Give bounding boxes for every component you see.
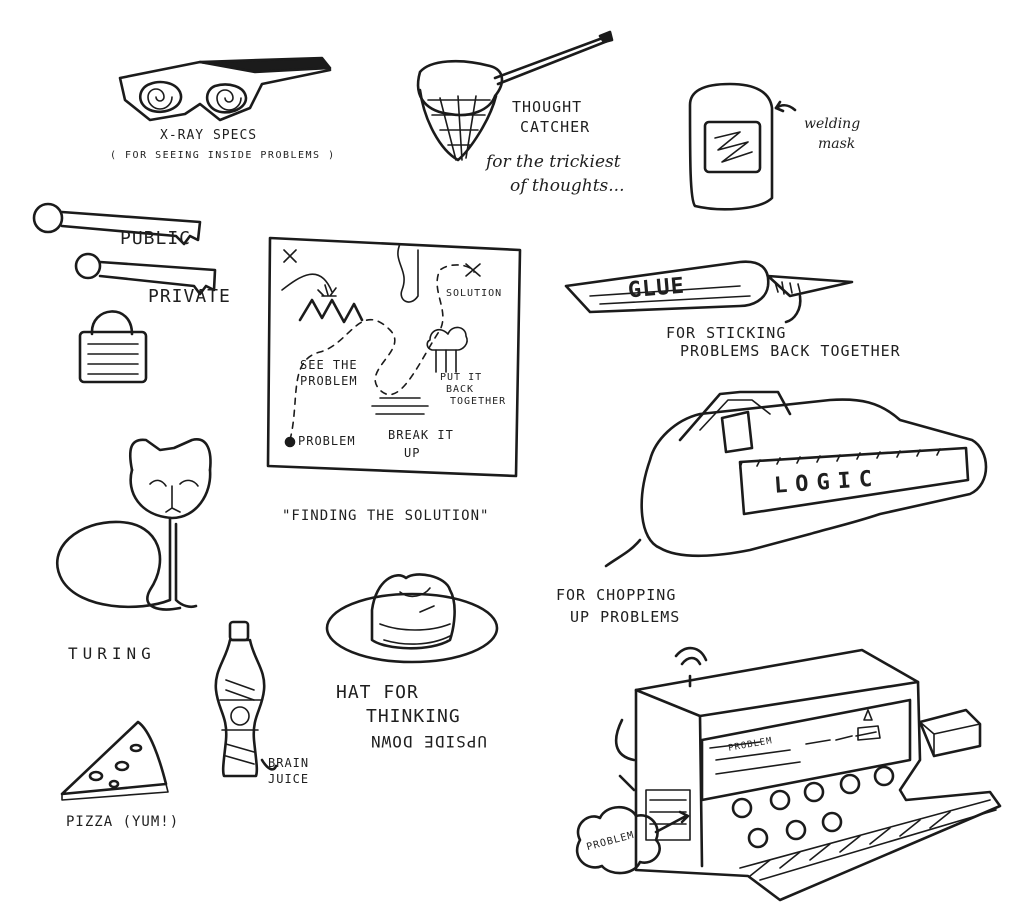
map-see-label-1: SEE THE xyxy=(300,358,358,372)
map-see-label-2: PROBLEM xyxy=(300,374,358,388)
thought-catcher-title-2: CATCHER xyxy=(520,118,591,136)
map-solution-label: SOLUTION xyxy=(446,288,503,299)
brain-juice-label-2: JUICE xyxy=(268,772,310,786)
private-key-label: PRIVATE xyxy=(148,286,231,307)
treasure-map xyxy=(266,236,522,478)
xray-specs-title: X-RAY SPECS xyxy=(160,128,258,143)
thought-catcher-note-2: of thoughts... xyxy=(510,176,625,196)
xray-specs-icon xyxy=(118,56,332,122)
hat-label-3: UPSIDE DOWN xyxy=(370,732,487,751)
glue-tube-icon xyxy=(564,260,854,324)
map-put-label-3: TOGETHER xyxy=(450,396,507,407)
xray-specs-subtitle: ( FOR SEEING INSIDE PROBLEMS ) xyxy=(110,150,336,161)
brain-juice-label-1: BRAIN xyxy=(268,756,310,770)
thought-catcher-note-1: for the trickiest xyxy=(486,152,621,172)
hat-label-1: HAT FOR xyxy=(336,682,419,703)
glue-note-1: FOR STICKING xyxy=(666,324,787,342)
map-problem-label: PROBLEM xyxy=(298,434,356,448)
pizza-label: PIZZA (YUM!) xyxy=(66,814,180,830)
brain-juice-bottle-icon xyxy=(214,620,278,778)
map-put-label-1: PUT IT xyxy=(440,372,483,383)
welding-mask-label-1: welding xyxy=(804,116,861,132)
public-key-icon xyxy=(32,202,202,246)
chainsaw-icon xyxy=(604,390,988,568)
turing-label: TURING xyxy=(68,644,156,663)
pizza-slice-icon xyxy=(60,720,169,801)
map-break-label-1: BREAK IT xyxy=(388,428,454,442)
thought-catcher-title-1: THOUGHT xyxy=(512,98,583,116)
welding-mask-icon xyxy=(688,82,797,211)
chainsaw-note-1: FOR CHOPPING xyxy=(556,586,677,604)
public-key-label: PUBLIC xyxy=(120,228,192,249)
glue-note-2: PROBLEMS BACK TOGETHER xyxy=(680,342,901,360)
map-break-label-2: UP xyxy=(404,446,421,460)
problem-solving-computer-icon xyxy=(614,646,1002,902)
thought-catcher-net-icon xyxy=(416,30,614,162)
private-key-icon xyxy=(74,252,217,296)
padlock-icon xyxy=(78,310,148,384)
hat-label-2: THINKING xyxy=(366,706,461,727)
welding-mask-label-2: mask xyxy=(818,136,856,152)
chainsaw-note-2: UP PROBLEMS xyxy=(570,608,681,626)
thinking-hat-icon xyxy=(325,573,499,664)
turing-cat-icon xyxy=(55,438,212,611)
problem-cloud-icon xyxy=(575,805,690,875)
glue-word: GLUE xyxy=(627,273,686,304)
map-caption: "FINDING THE SOLUTION" xyxy=(282,508,490,524)
map-put-label-2: BACK xyxy=(446,384,475,395)
